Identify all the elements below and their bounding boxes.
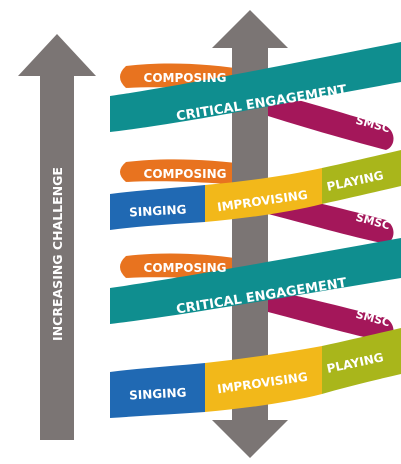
improvising-band-2 [205,168,322,222]
composing-band-2 [120,159,260,186]
composing-label-1: COMPOSING [144,71,227,85]
smsc-band-1 [268,92,394,150]
increasing-challenge-arrow: INCREASING CHALLENGE [18,34,96,440]
composing-label-2: COMPOSING [144,167,227,181]
critical-engagement-band-3 [110,238,401,324]
increasing-challenge-label: INCREASING CHALLENGE [50,167,65,341]
up-arrow-icon [18,34,96,440]
critical-engagement-band-1 [110,42,401,132]
singing-band-4 [110,363,205,418]
composing-label-3: COMPOSING [144,261,227,275]
singing-band-2 [110,185,205,230]
smsc-band-3 [268,290,394,342]
playing-band-4 [322,328,401,394]
singing-label-4: SINGING [129,386,187,403]
singing-label-2: SINGING [129,203,187,220]
improvising-band-4 [205,346,322,412]
playing-band-2 [322,150,401,204]
double-headed-vertical-arrow-icon [212,10,288,458]
